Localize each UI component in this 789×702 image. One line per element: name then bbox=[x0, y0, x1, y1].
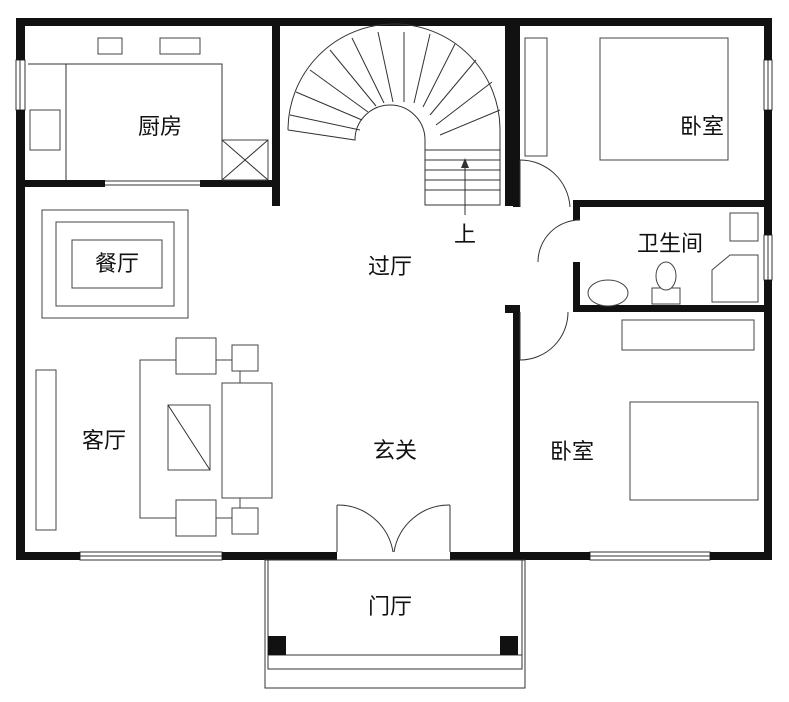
room-label-bedroom-top: 卧室 bbox=[680, 115, 724, 140]
room-label-bedroom-bottom: 卧室 bbox=[550, 440, 594, 465]
walls bbox=[16, 18, 772, 560]
room-label-foyer: 玄关 bbox=[373, 439, 417, 464]
room-label-porch: 门厅 bbox=[368, 595, 412, 620]
staircase bbox=[287, 23, 501, 215]
room-label-kitchen: 厨房 bbox=[138, 115, 182, 140]
column-right bbox=[500, 636, 518, 655]
porch bbox=[264, 559, 526, 689]
column-left bbox=[268, 636, 286, 655]
room-label-living: 客厅 bbox=[82, 429, 126, 454]
doors bbox=[336, 159, 581, 553]
stairs-up-label: 上 bbox=[454, 223, 476, 248]
room-labels: 厨房 卧室 上 卫生间 餐厅 过厅 客厅 玄关 卧室 门厅 bbox=[82, 115, 724, 620]
room-label-bathroom: 卫生间 bbox=[637, 232, 703, 257]
room-label-hall: 过厅 bbox=[368, 255, 412, 280]
room-label-dining: 餐厅 bbox=[95, 252, 139, 277]
